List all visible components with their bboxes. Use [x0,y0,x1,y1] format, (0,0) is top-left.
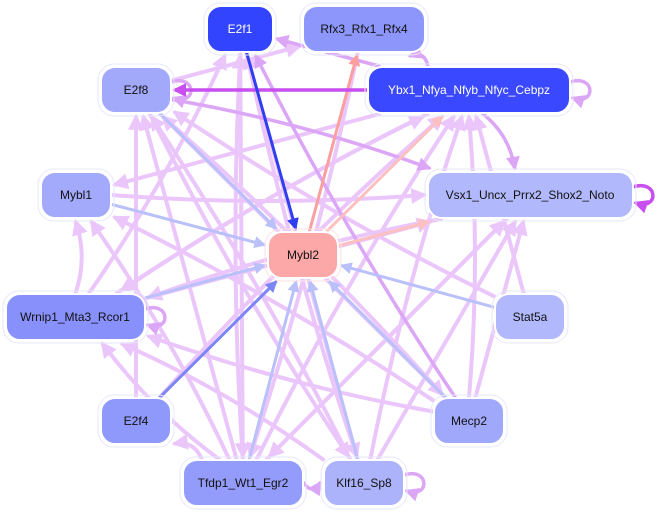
node-stat5a[interactable]: Stat5a [491,290,569,344]
edge-tfdp-to-mybl1 [89,219,232,461]
edge-wrnip-to-e2f1 [87,53,227,295]
node-mecp2[interactable]: Mecp2 [430,394,508,448]
edge-e2f8-to-mybl2 [158,112,278,230]
edge-e2f4-to-mybl2 [158,280,278,399]
edge-e2f8-to-klf [147,112,351,459]
node-stat5a-box [491,290,569,344]
node-vsx-box [424,168,637,222]
edge-mecp2-to-mybl1 [112,215,435,403]
edge-mecp2-to-wrnip [145,333,435,414]
edge-mecp2-to-e2f1 [254,53,457,399]
edge-klf-to-wrnip [119,341,325,462]
node-mybl2[interactable]: Mybl2 [264,228,342,282]
node-klf16-sp8[interactable]: Klf16_Sp8 [320,456,408,510]
node-vsx-shape [427,171,634,219]
edge-e2f1-to-tfdp [234,51,251,460]
node-tfdp-shape [182,459,304,507]
edge-stat5a-to-mybl2 [339,262,496,309]
node-e2f1-shape [206,5,274,53]
edge-vsx-to-tfdp [267,217,509,459]
node-ybx-label: Ybx1_Nfya_Nfyb_Nfyc_Cebpz [388,83,550,97]
edge-wrnip-to-wrnip [143,305,167,336]
node-mybl2-box [264,228,342,282]
edge-e2f8-to-vsx [170,97,432,171]
edge-wrnip-to-mybl1 [72,218,88,295]
node-e2f8-box [97,63,175,117]
node-klf-shape [323,459,405,507]
edge-wrnip-to-mybl2 [144,262,267,300]
edge-ybx-to-mybl1 [111,112,382,190]
edge-mybl2-to-vsx [337,218,431,247]
node-e2f4-label: E2f4 [124,414,149,428]
node-e2f1-label: E2f1 [228,22,253,36]
node-klf-label: Klf16_Sp8 [336,476,392,490]
node-mybl1-shape [40,171,112,219]
edge-tfdp-to-klf [302,480,322,497]
edge-vsx-to-vsx [631,183,655,214]
node-mybl2-label: Mybl2 [287,248,319,262]
edge-mecp2-to-ybx [462,113,479,399]
node-klf-box [320,456,408,510]
node-e2f8-label: E2f8 [124,83,149,97]
node-rfx-label: Rfx3_Rfx1_Rfx4 [320,22,408,36]
node-e2f1[interactable]: E2f1 [203,2,277,56]
node-e2f4-box [97,394,175,448]
node-ybx-shape [367,66,571,114]
node-mybl1-label: Mybl1 [60,188,92,202]
edge-klf-to-klf [402,471,426,502]
node-e2f8[interactable]: E2f8 [97,63,175,117]
edge-klf-to-mybl2 [306,279,360,461]
node-wrnip-box [2,290,149,344]
node-wrnip-shape [5,293,146,341]
edge-klf-to-vsx [375,219,517,461]
nodes-layer: E2f1 Rfx3_Rfx1_Rfx4 E2f8 Ybx1_Nfya_Nfyb_… [2,2,637,510]
node-wrnip1-mta3-rcor1[interactable]: Wrnip1_Mta3_Rcor1 [2,290,149,344]
edge-mecp2-to-mybl2 [328,280,447,399]
node-e2f4-shape [100,397,172,445]
node-tfdp-box [179,456,307,510]
node-rfx3-rfx1-rfx4[interactable]: Rfx3_Rfx1_Rfx4 [299,2,429,56]
edge-e2f8-to-rfx [170,41,303,83]
edge-klf-to-ybx [368,113,466,461]
node-mybl2-shape [267,231,339,279]
edge-mybl1-to-vsx [110,188,428,204]
edge-mybl2-to-ybx [325,115,444,233]
node-rfx-shape [302,5,426,53]
node-tfdp-label: Tfdp1_Wt1_Egr2 [198,476,289,490]
node-mecp2-shape [433,397,505,445]
node-e2f1-box [203,2,277,56]
node-mybl1[interactable]: Mybl1 [37,168,115,222]
node-stat5a-shape [494,293,566,341]
edge-mybl2-to-rfx [308,53,360,233]
node-tfdp1-wt1-egr2[interactable]: Tfdp1_Wt1_Egr2 [179,456,307,510]
node-vsx-label: Vsx1_Uncx_Prrx2_Shox2_Noto [446,188,615,202]
edge-e2f1-to-mybl2 [245,51,299,231]
node-mecp2-label: Mecp2 [451,414,487,428]
edge-klf-to-e2f8 [149,114,353,461]
node-wrnip-label: Wrnip1_Mta3_Rcor1 [20,310,130,324]
node-rfx-box [299,2,429,56]
node-e2f4[interactable]: E2f4 [97,394,175,448]
edge-ybx-to-ybx [568,78,592,109]
node-vsx1-uncx-prrx2-shox2-noto[interactable]: Vsx1_Uncx_Prrx2_Shox2_Noto [424,168,637,222]
node-e2f8-shape [100,66,172,114]
node-ybx-box [364,63,574,117]
edge-mybl1-to-mybl2 [110,203,267,249]
node-mybl1-box [37,168,115,222]
edge-tfdp-to-e2f4 [171,433,204,461]
edge-ybx-to-vsx [481,112,520,171]
node-ybx1-nfya-nfyb-nfyc-cebpz[interactable]: Ybx1_Nfya_Nfyb_Nfyc_Cebpz [364,63,574,117]
node-stat5a-label: Stat5a [513,310,548,324]
node-mecp2-box [430,394,508,448]
edge-tfdp-to-mybl2 [247,279,300,461]
